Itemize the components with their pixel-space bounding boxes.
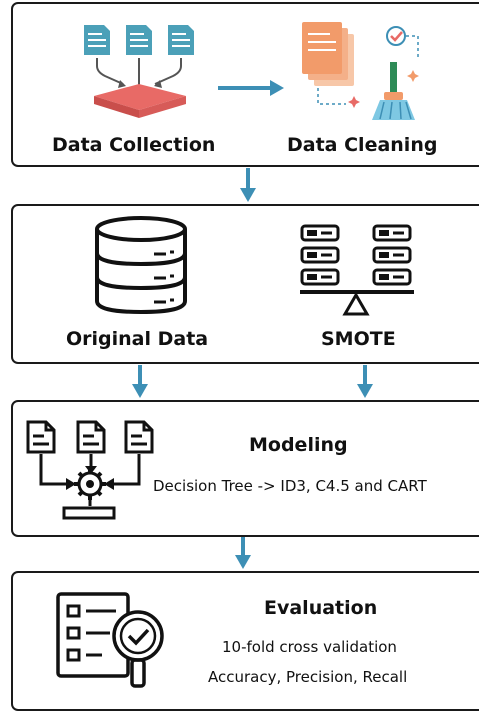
documents-to-gear-icon — [26, 420, 154, 520]
smote-to-modeling-arrow — [357, 365, 373, 398]
modeling-title: Modeling — [249, 434, 348, 456]
data-collection-label: Data Collection — [52, 134, 216, 156]
original-to-modeling-arrow — [132, 365, 148, 398]
balance-scale-icon — [300, 224, 414, 316]
collection-to-cleaning-arrow — [218, 80, 284, 96]
modeling-subtitle: Decision Tree -> ID3, C4.5 and CART — [153, 477, 427, 495]
database-icon — [95, 216, 187, 315]
cleaning-broom-icon — [302, 22, 419, 120]
panel1-to-panel2-arrow — [240, 168, 256, 202]
data-cleaning-label: Data Cleaning — [287, 134, 438, 156]
original-data-label: Original Data — [66, 328, 209, 350]
documents-to-database-icon — [84, 25, 194, 118]
evaluation-line2: Accuracy, Precision, Recall — [208, 668, 408, 686]
evaluation-line1: 10-fold cross validation — [222, 638, 397, 656]
evaluation-title: Evaluation — [264, 597, 378, 619]
modeling-to-evaluation-arrow — [235, 537, 251, 569]
smote-label: SMOTE — [321, 328, 396, 350]
checklist-magnifier-icon — [56, 592, 164, 688]
